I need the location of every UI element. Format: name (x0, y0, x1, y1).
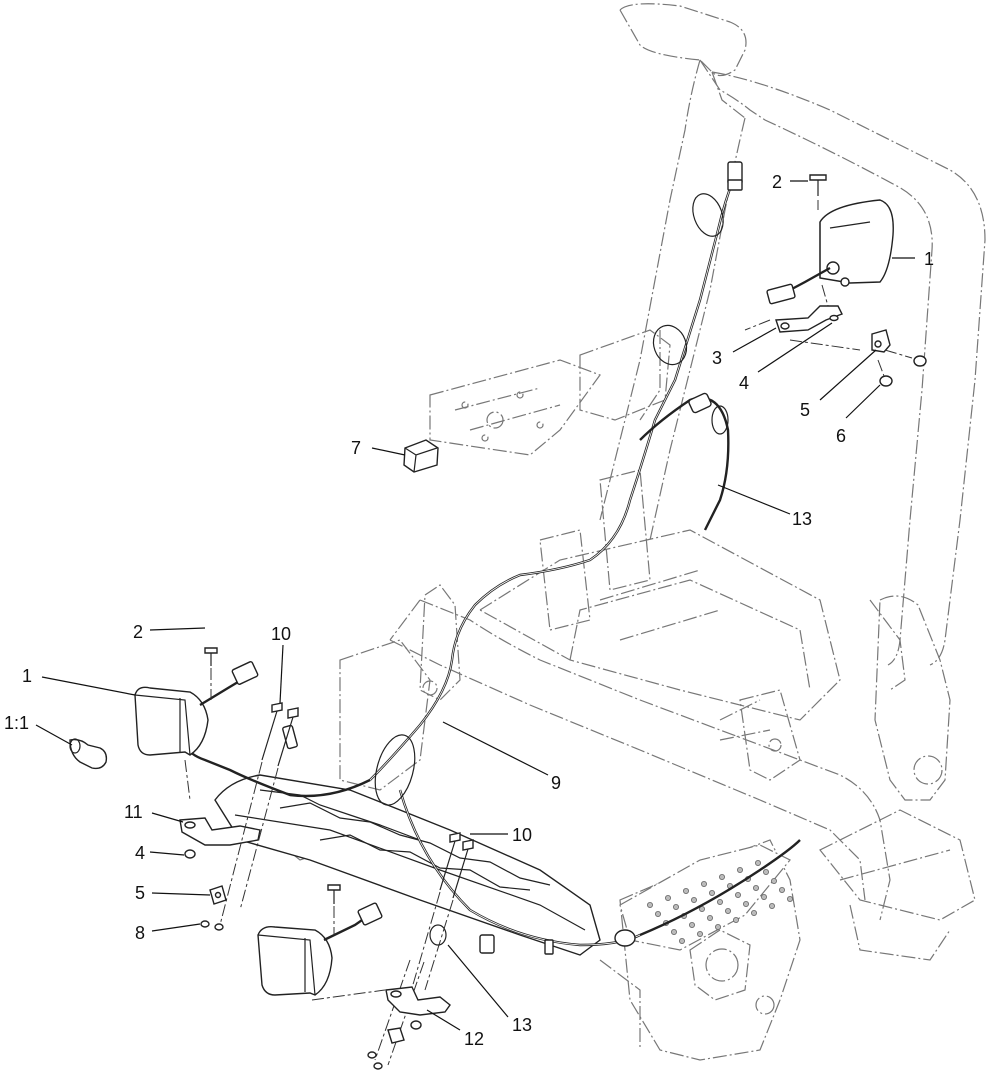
plate-hole (737, 867, 744, 874)
callout-4-top: 4 (739, 373, 749, 393)
mounting-bracket-top (775, 305, 843, 333)
plate-hole (733, 917, 740, 924)
light-switch (403, 439, 439, 473)
phantom-line (311, 959, 425, 1066)
callout-2-top: 2 (772, 172, 782, 192)
callout-5-left: 5 (135, 883, 145, 903)
footrest-tread (214, 774, 601, 956)
nut-left (184, 849, 196, 859)
headlight-top (766, 199, 894, 305)
phantom-line (219, 761, 279, 926)
callout-11: 11 (124, 802, 143, 822)
plate-hole (771, 878, 778, 885)
callout-1-top: 1 (924, 249, 934, 269)
plate-hole (647, 902, 654, 909)
callout-5-top: 5 (800, 400, 810, 420)
nut-top (879, 355, 927, 387)
plate-hole (689, 922, 696, 929)
callout-7: 7 (351, 438, 361, 458)
wire-harness (183, 161, 801, 955)
plate-hole (707, 915, 714, 922)
callout-12: 12 (464, 1029, 484, 1049)
bolts-mid-10 (439, 832, 474, 899)
plate-hole (719, 874, 726, 881)
plate-hole (751, 910, 758, 917)
plate-hole (779, 887, 786, 894)
callout-3: 3 (712, 348, 722, 368)
plate-hole (743, 901, 750, 908)
callout-13-bottom: 13 (512, 1015, 532, 1035)
plate-hole (701, 881, 708, 888)
callout-8: 8 (135, 923, 145, 943)
callout-4-left: 4 (135, 843, 145, 863)
bulb (69, 738, 108, 770)
callout-13-top: 13 (792, 509, 812, 529)
callout-2-left: 2 (133, 622, 143, 642)
clip-left (209, 885, 227, 905)
headlight-left (134, 661, 259, 756)
mounting-bracket-left (179, 817, 261, 846)
callout-labels: 1 2 3 4 5 6 7 13 2 10 1 1:1 9 11 10 4 5 … (4, 172, 934, 1049)
callout-9: 9 (551, 773, 561, 793)
bolt-top (809, 174, 827, 196)
plate-hole (755, 860, 762, 867)
plate-hole (683, 888, 690, 895)
plate-hole (769, 903, 776, 910)
leader-lines (35, 180, 915, 1031)
bolt-lower (327, 884, 341, 904)
callout-6: 6 (836, 426, 846, 446)
plate-hole (665, 895, 672, 902)
phantom-line (184, 759, 191, 801)
plate-hole (735, 892, 742, 899)
plate-hole (679, 938, 686, 945)
callout-10-left: 10 (271, 624, 291, 644)
plate-hole (787, 896, 794, 903)
plate-hole (725, 908, 732, 915)
phantom-line (744, 319, 861, 351)
step-plate-right (619, 844, 794, 951)
phantom-line (877, 349, 913, 377)
frame-phantom (269, 3, 986, 1061)
plate-hole (763, 869, 770, 876)
bolt-left (204, 647, 218, 666)
fastener-lower (367, 1020, 422, 1070)
callout-1-1: 1:1 (4, 713, 29, 733)
plate-hole (709, 890, 716, 897)
washer-left (200, 920, 224, 931)
clip-top (871, 329, 891, 353)
callout-10-mid: 10 (512, 825, 532, 845)
plate-hole (761, 894, 768, 901)
headlight-lower (257, 902, 383, 996)
mounting-bracket-lower (385, 986, 451, 1016)
plate-hole (697, 931, 704, 938)
bolts-left-10 (261, 702, 299, 767)
harness-clip-lower (429, 924, 447, 946)
plate-hole (673, 904, 680, 911)
plate-hole (715, 924, 722, 931)
callout-1-left: 1 (22, 666, 32, 686)
plate-hole (655, 911, 662, 918)
plate-hole (717, 899, 724, 906)
plate-hole (691, 897, 698, 904)
plate-hole (671, 929, 678, 936)
plate-hole (753, 885, 760, 892)
